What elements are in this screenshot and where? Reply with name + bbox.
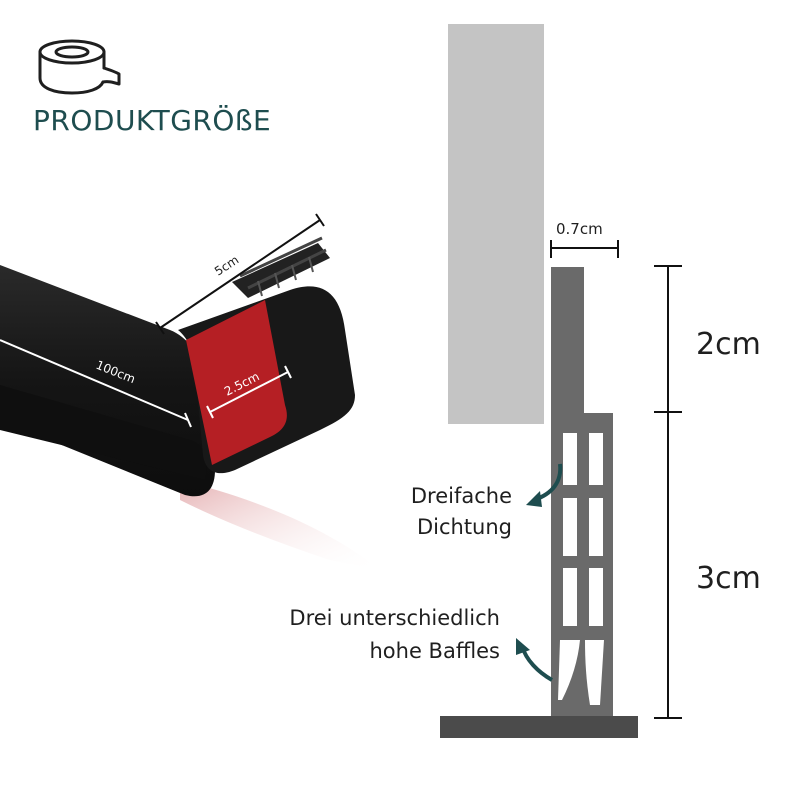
seal-arrow-head — [526, 491, 542, 507]
dim-width-label: 5cm — [212, 253, 241, 279]
note-baffles-line2: hohe Baffles — [369, 639, 500, 663]
note-seal-line2: Dichtung — [417, 515, 512, 539]
dim-line-length — [0, 339, 189, 421]
tape-roll-icon — [38, 39, 121, 95]
adhesive-tape — [186, 300, 287, 465]
baffle-arrow-head — [516, 638, 530, 655]
note-baffles-line1: Drei unterschiedlich — [289, 606, 500, 630]
dim-line-tape — [209, 371, 289, 413]
dim-thickness-label: 0.7cm — [556, 220, 603, 238]
door-panel — [448, 24, 544, 424]
dim-top-label: 2cm — [696, 327, 761, 362]
floor-plate — [440, 716, 638, 738]
page-title: PRODUKTGRÖßE — [33, 104, 272, 137]
profile-cross-section: 0.7cm 2cm 3cm Dreifache Dichtung Drei un… — [289, 24, 761, 738]
strip-fin-lines — [239, 236, 327, 290]
dim-bottom-label: 3cm — [696, 561, 761, 596]
seal-strip-illustration: 5cm 100cm 2.5cm — [0, 213, 380, 570]
note-seal-line1: Dreifache — [411, 484, 512, 508]
strip-lower-lip — [0, 385, 207, 480]
strip-shadow — [180, 480, 380, 570]
dim-line-width — [159, 219, 321, 329]
